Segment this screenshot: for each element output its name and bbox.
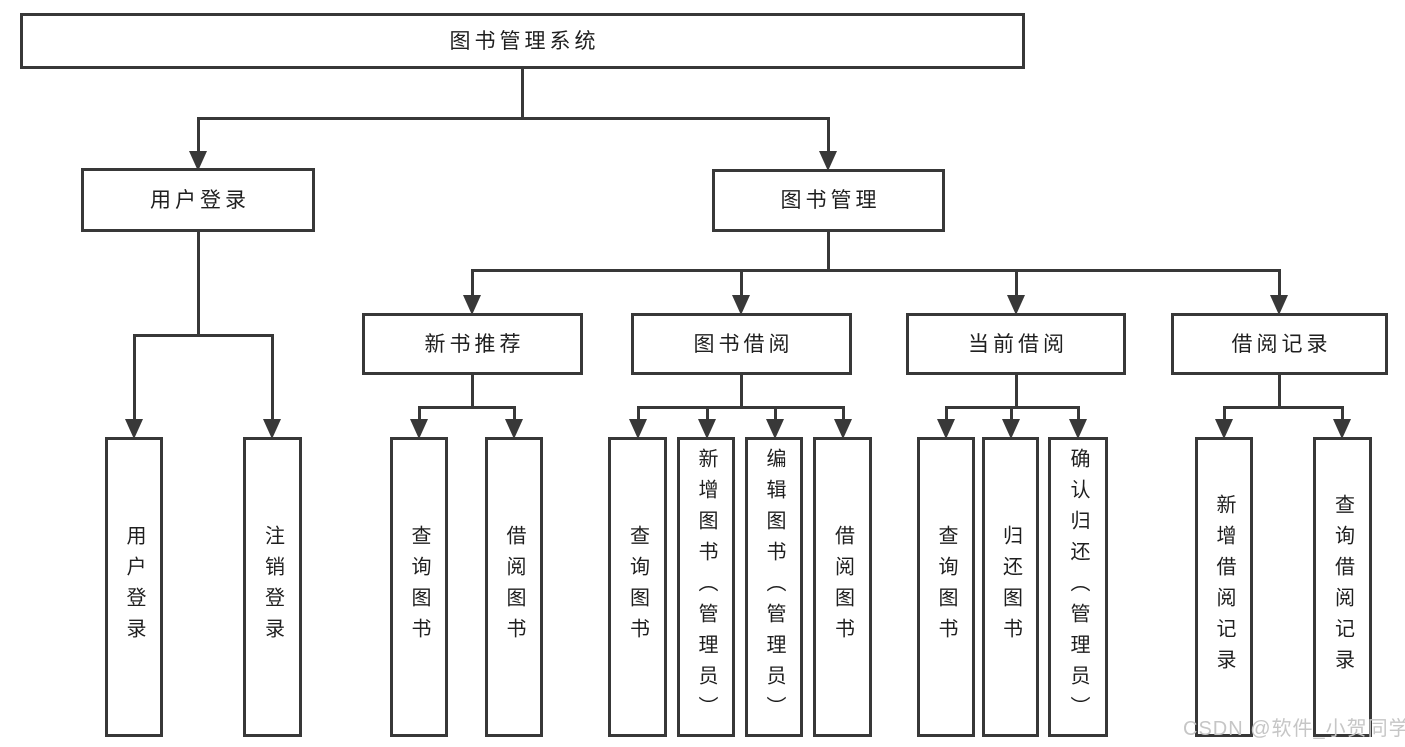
node-label: 图书借阅	[693, 332, 794, 356]
connector-line	[1277, 270, 1281, 298]
node-label: 查询借阅记录	[1331, 494, 1354, 680]
connector-line	[132, 333, 274, 337]
node-label: 归还图书	[999, 525, 1022, 649]
leaf-return-books: 归还图书	[982, 437, 1039, 737]
node-label: 查询图书	[626, 525, 649, 649]
node-label: 注销登录	[261, 525, 284, 649]
connector-line	[826, 118, 830, 154]
arrow-down-icon	[834, 419, 852, 439]
arrow-down-icon	[698, 419, 716, 439]
arrow-down-icon	[1333, 419, 1351, 439]
leaf-query-books-current: 查询图书	[917, 437, 975, 737]
connector-line	[944, 407, 948, 422]
arrow-down-icon	[189, 151, 207, 171]
connector-line	[1222, 407, 1226, 422]
node-label: 查询图书	[408, 525, 430, 649]
connector-line	[196, 118, 200, 154]
connector-line	[417, 405, 516, 409]
leaf-logout: 注销登录	[243, 437, 302, 737]
leaf-query-books-borrow: 查询图书	[608, 437, 667, 737]
node-new-book-recommendation: 新书推荐	[362, 313, 583, 375]
node-label: 图书管理系统	[449, 29, 600, 53]
connector-line	[739, 270, 743, 298]
leaf-add-books-admin: 新增图书（管理员）	[677, 437, 735, 737]
node-label: 借阅图书	[503, 525, 525, 649]
connector-line	[196, 116, 830, 120]
node-label: 编辑图书（管理员）	[763, 447, 785, 727]
arrow-down-icon	[1270, 295, 1288, 315]
arrow-down-icon	[766, 419, 784, 439]
arrow-down-icon	[819, 151, 837, 171]
node-label: 新增借阅记录	[1213, 494, 1235, 680]
connector-line	[841, 407, 845, 422]
node-borrowing-records: 借阅记录	[1171, 313, 1388, 375]
connector-line	[826, 230, 830, 270]
node-book-management: 图书管理	[712, 169, 945, 232]
node-label: 新增图书（管理员）	[695, 447, 717, 727]
arrow-down-icon	[410, 419, 428, 439]
connector-line	[1014, 373, 1018, 407]
node-label: 图书管理	[780, 189, 881, 212]
connector-line	[739, 373, 743, 407]
node-label: 当前借阅	[968, 332, 1068, 356]
arrow-down-icon	[125, 419, 143, 439]
arrow-down-icon	[463, 295, 481, 315]
arrow-down-icon	[263, 419, 281, 439]
node-label: 查询图书	[935, 525, 957, 649]
connector-line	[270, 335, 274, 422]
connector-line	[470, 270, 474, 298]
arrow-down-icon	[732, 295, 750, 315]
connector-line	[773, 407, 777, 422]
connector-line	[196, 230, 200, 335]
arrow-down-icon	[1069, 419, 1087, 439]
arrow-down-icon	[505, 419, 523, 439]
connector-line	[1076, 407, 1080, 422]
connector-line	[636, 405, 845, 409]
connector-line	[132, 335, 136, 422]
leaf-query-books-recommend: 查询图书	[390, 437, 448, 737]
node-label: 用户登录	[150, 188, 250, 212]
node-user-login: 用户登录	[81, 168, 315, 232]
connector-line	[1014, 270, 1018, 298]
node-label: 用户登录	[123, 525, 145, 649]
node-label: 新书推荐	[424, 332, 525, 356]
connector-line	[520, 69, 524, 118]
leaf-query-borrow-record: 查询借阅记录	[1313, 437, 1372, 737]
connector-line	[512, 407, 516, 422]
leaf-edit-books-admin: 编辑图书（管理员）	[745, 437, 803, 737]
connector-line	[1277, 373, 1281, 407]
node-current-borrowing: 当前借阅	[906, 313, 1126, 375]
csdn-watermark: CSDN @软件_小贺同学	[1183, 718, 1405, 740]
connector-line	[1222, 405, 1344, 409]
connector-line	[470, 268, 1281, 272]
leaf-user-login: 用户登录	[105, 437, 163, 737]
node-library-management-system: 图书管理系统	[20, 13, 1025, 69]
leaf-borrow-books: 借阅图书	[813, 437, 872, 737]
connector-line	[705, 407, 709, 422]
arrow-down-icon	[937, 419, 955, 439]
node-book-borrowing: 图书借阅	[631, 313, 852, 375]
connector-line	[1009, 407, 1013, 422]
connector-line	[417, 407, 421, 422]
leaf-borrow-books-recommend: 借阅图书	[485, 437, 543, 737]
arrow-down-icon	[629, 419, 647, 439]
leaf-add-borrow-record: 新增借阅记录	[1195, 437, 1253, 737]
node-label: 确认归还（管理员）	[1067, 447, 1089, 727]
connector-line	[1340, 407, 1344, 422]
arrow-down-icon	[1215, 419, 1233, 439]
node-label: 借阅图书	[831, 525, 854, 649]
node-label: 借阅记录	[1231, 332, 1332, 356]
connector-line	[636, 407, 640, 422]
arrow-down-icon	[1002, 419, 1020, 439]
leaf-confirm-return-admin: 确认归还（管理员）	[1048, 437, 1108, 737]
arrow-down-icon	[1007, 295, 1025, 315]
connector-line	[470, 373, 474, 407]
